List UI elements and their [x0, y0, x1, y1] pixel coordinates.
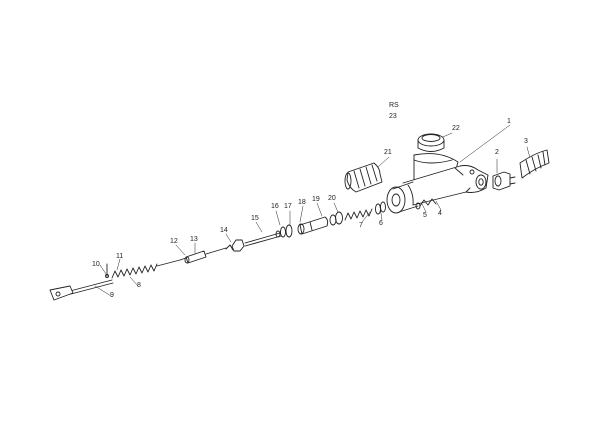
adjuster-nut [225, 239, 245, 252]
part-number-7: 7 [359, 222, 363, 229]
part-number-8: 8 [137, 282, 141, 289]
check-valve [415, 198, 437, 210]
clevis-pin [105, 263, 109, 278]
leader-lines [94, 124, 531, 297]
diagram-header-line2: 23 [389, 113, 397, 120]
part-number-1: 1 [507, 118, 511, 125]
clevis-spring [111, 259, 181, 279]
part-number-21: 21 [384, 149, 392, 156]
washer [280, 224, 293, 238]
part-number-14: 14 [220, 227, 228, 234]
rubber-boot [344, 162, 383, 193]
piston [297, 216, 329, 235]
piston-seal [375, 201, 386, 215]
part-number-5: 5 [423, 212, 427, 219]
part-number-17: 17 [284, 203, 292, 210]
part-number-20: 20 [328, 195, 336, 202]
reservoir-cap [417, 133, 445, 152]
flexible-hose [519, 149, 550, 179]
part-number-16: 16 [271, 203, 279, 210]
operating-rod [49, 279, 114, 301]
part-number-9: 9 [110, 292, 114, 299]
return-spring [344, 208, 373, 221]
diagram-header-line1: RS [389, 102, 399, 109]
part-number-10: 10 [92, 261, 100, 268]
piston-cup [329, 211, 343, 226]
master-cylinder-body [402, 153, 489, 206]
part-number-22: 22 [452, 125, 460, 132]
part-number-4: 4 [438, 210, 442, 217]
sleeve [179, 247, 227, 264]
union-fitting [492, 171, 516, 191]
part-number-15: 15 [251, 215, 259, 222]
flange-seal [386, 181, 419, 214]
part-number-2: 2 [495, 149, 499, 156]
part-number-13: 13 [190, 236, 198, 243]
part-number-3: 3 [524, 138, 528, 145]
part-number-19: 19 [312, 196, 320, 203]
part-number-12: 12 [170, 238, 178, 245]
part-number-18: 18 [298, 199, 306, 206]
part-number-11: 11 [116, 253, 124, 260]
part-number-6: 6 [379, 220, 383, 227]
push-rod [244, 230, 282, 247]
